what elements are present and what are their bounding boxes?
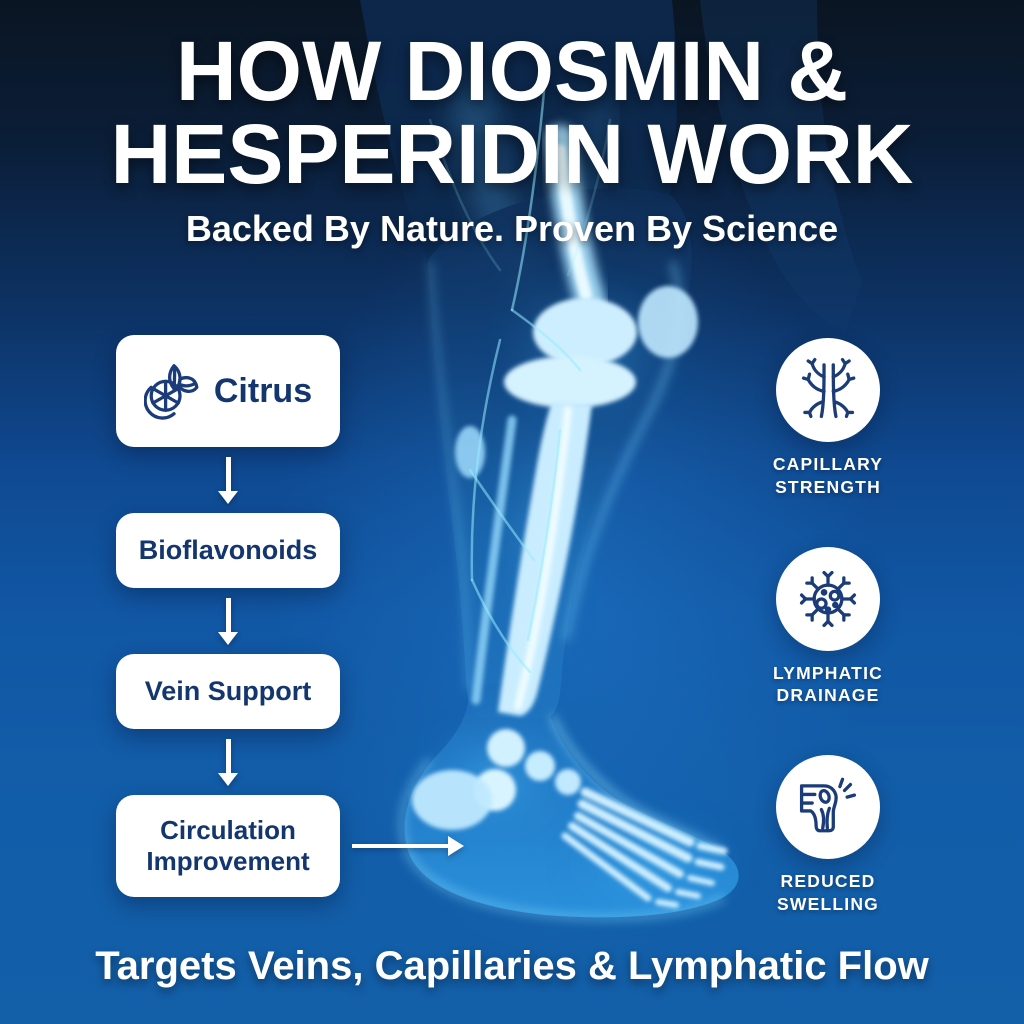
flow-step-citrus: Citrus	[116, 335, 340, 447]
footer-tagline: Targets Veins, Capillaries & Lymphatic F…	[95, 944, 929, 988]
flow-step-circulation-improvement: Circulation Improvement	[116, 795, 340, 897]
benefit-badge	[776, 755, 880, 859]
lymph-cell-icon	[799, 570, 857, 627]
citrus-slice-leaf-icon	[143, 364, 199, 420]
header: HOW DIOSMIN & HESPERIDIN WORK Backed By …	[0, 24, 1024, 250]
benefit-label: REDUCED SWELLING	[777, 871, 879, 914]
flow-step-vein-support: Vein Support	[116, 654, 340, 729]
benefit-capillary-strength: CAPILLARY STRENGTH	[752, 338, 904, 499]
flow-arrow-down-icon	[218, 456, 238, 504]
benefit-label: CAPILLARY STRENGTH	[772, 454, 884, 497]
page-subtitle: Backed By Nature. Proven By Science	[185, 208, 839, 250]
benefits-column: CAPILLARY STRENGTH	[752, 338, 904, 916]
benefit-badge	[776, 546, 880, 651]
flow-arrow-down-icon	[218, 738, 238, 786]
pointer-arrow-to-ankle-icon	[352, 836, 464, 856]
benefit-badge	[776, 338, 880, 442]
page-title-line1: HOW DIOSMIN &	[176, 24, 848, 118]
knee-joint-pain-icon	[799, 777, 857, 833]
flow-step-label: Citrus	[213, 371, 313, 410]
benefit-lymphatic-drainage: LYMPHATIC DRAINAGE	[752, 546, 904, 708]
flow-step-bioflavonoids: Bioflavonoids	[116, 513, 340, 588]
benefit-label: LYMPHATIC DRAINAGE	[773, 662, 883, 706]
page-title-line2: HESPERIDIN WORK	[110, 107, 914, 202]
flow-step-label: Bioflavonoids	[138, 535, 318, 565]
capillary-branches-icon	[801, 357, 856, 419]
flow-step-label: Vein Support	[144, 676, 312, 706]
flow-step-label: Circulation Improvement	[146, 815, 310, 876]
flowchart: Citrus Bioflavonoids Vein Support Circul…	[116, 335, 340, 897]
benefit-reduced-swelling: REDUCED SWELLING	[752, 755, 904, 916]
flow-arrow-down-icon	[218, 597, 238, 645]
